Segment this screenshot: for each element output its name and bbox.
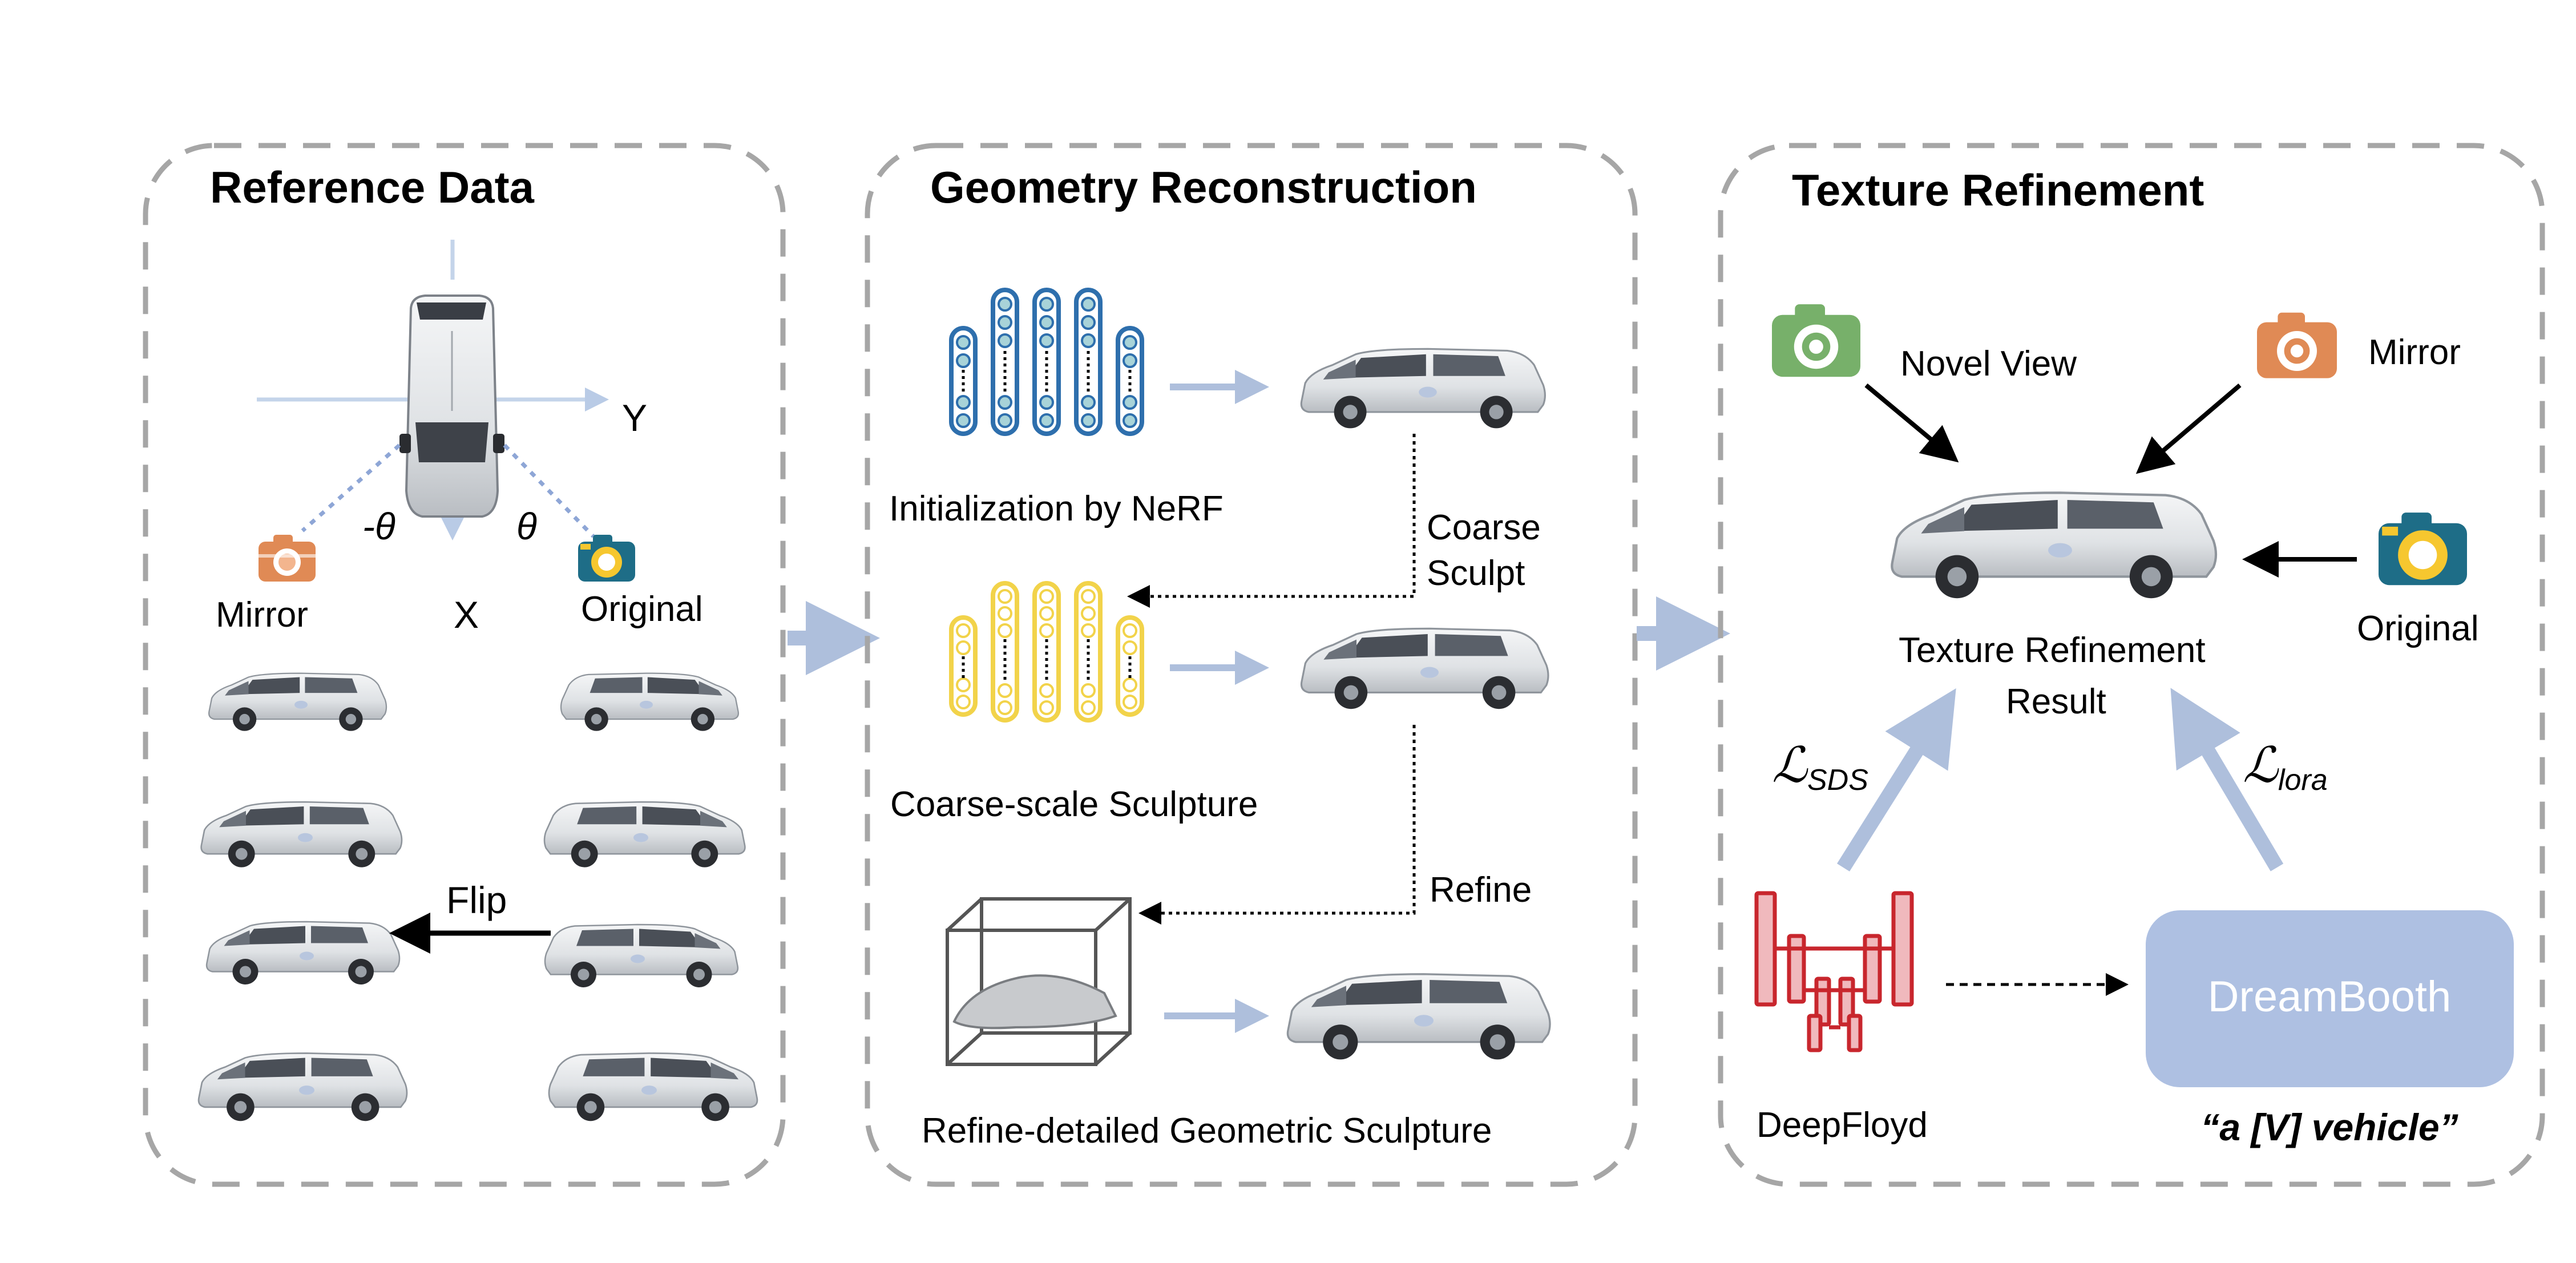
- deepfloyd-label: DeepFloyd: [1757, 1105, 1928, 1145]
- refined-result-car: [1286, 973, 1551, 1061]
- nerf-network-icon: [949, 288, 1144, 436]
- flip-label: Flip: [446, 879, 507, 921]
- texture-mirror-label: Mirror: [2368, 333, 2461, 372]
- geometry-reconstruction-panel: Geometry Reconstruction Ini: [865, 143, 1638, 1187]
- original-label: Original: [581, 590, 703, 629]
- texture-refinement-title: Texture Refinement: [1792, 165, 2204, 215]
- loss-sds-subscript: SDS: [1807, 764, 1868, 797]
- loss-lora-symbol: ℒ: [2243, 738, 2279, 793]
- novel-view-label: Novel View: [1900, 344, 2077, 384]
- svg-text:ℒlora: ℒlora: [2243, 738, 2328, 797]
- texture-original-label: Original: [2357, 609, 2479, 648]
- loss-sds-symbol: ℒ: [1772, 738, 1808, 793]
- texture-refinement-panel: Texture Refinement Novel View Mirror Ori…: [1718, 143, 2545, 1187]
- reference-data-panel: Reference Data Y X -θ θ: [143, 143, 786, 1187]
- coarse-sculpt-label-line1: Coarse: [1427, 508, 1541, 547]
- texture-mirror-camera-icon: [2257, 312, 2337, 378]
- axis-x-label: X: [454, 594, 479, 636]
- reference-images-right: [543, 672, 758, 1122]
- coarse-result-car: [1300, 627, 1549, 710]
- dreambooth-prompt: “a [V] vehicle”: [2200, 1106, 2458, 1148]
- angle-positive-theta: θ: [516, 505, 537, 547]
- geometry-reconstruction-title: Geometry Reconstruction: [930, 162, 1477, 212]
- texture-result-car: [1892, 493, 2216, 598]
- axis-y-label: Y: [622, 397, 647, 439]
- reference-data-title: Reference Data: [210, 162, 535, 212]
- refined-geometry-label: Refine-detailed Geometric Sculpture: [922, 1111, 1492, 1151]
- coarse-scale-label: Coarse-scale Sculpture: [890, 785, 1258, 824]
- nerf-label: Initialization by NeRF: [889, 489, 1224, 528]
- coarse-sculpt-label-line2: Sculpt: [1427, 554, 1525, 593]
- original-camera-icon: [578, 535, 635, 582]
- svg-text:ℒSDS: ℒSDS: [1772, 738, 1868, 797]
- result-label-line2: Result: [2006, 682, 2106, 721]
- loss-lora-subscript: lora: [2278, 764, 2328, 797]
- deepfloyd-network-icon: [1754, 891, 1914, 1052]
- refine-label: Refine: [1430, 870, 1532, 910]
- result-label-line1: Texture Refinement: [1899, 631, 2206, 670]
- dreambooth-label: DreamBooth: [2208, 973, 2452, 1021]
- coarse-network-icon: [949, 581, 1144, 723]
- angle-negative-theta: -θ: [362, 505, 395, 547]
- novel-view-camera-icon: [1772, 304, 1860, 377]
- reference-images-left: [197, 672, 408, 1122]
- dreambooth-box: DreamBooth: [2146, 910, 2514, 1087]
- mirror-camera-icon: [259, 535, 316, 582]
- texture-original-camera-icon: [2379, 513, 2467, 586]
- top-view-car: [399, 294, 504, 518]
- geometry-mesh-box: [946, 897, 1132, 1066]
- nerf-result-car: [1300, 348, 1546, 429]
- mirror-label: Mirror: [216, 595, 308, 635]
